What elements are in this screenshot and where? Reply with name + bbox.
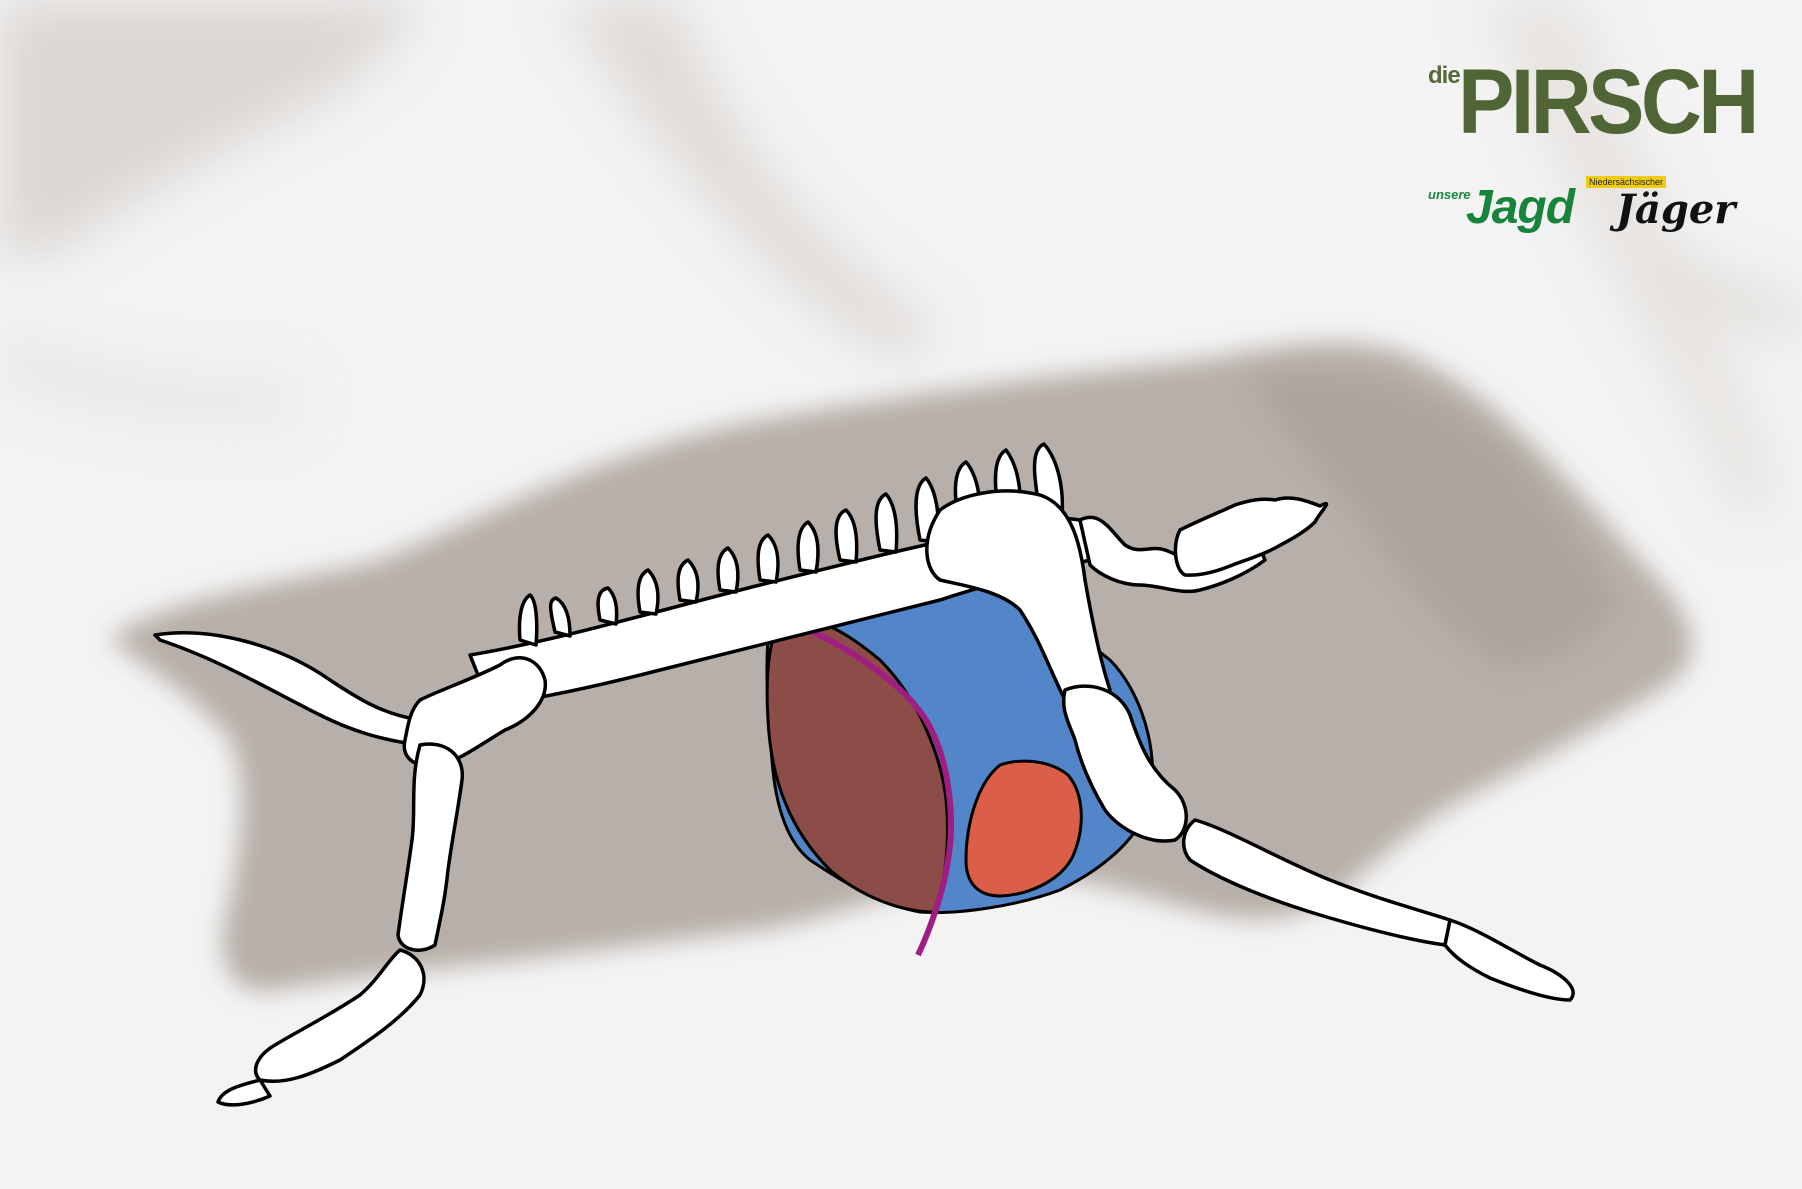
jaeger-logo: Jäger (1616, 186, 1735, 233)
pirsch-prefix: die (1428, 62, 1460, 90)
pirsch-logo: PIRSCH (1458, 50, 1756, 155)
jagd-prefix: unsere (1428, 187, 1471, 202)
publisher-logos: die PIRSCH unsere Jagd Niedersächsischer… (1428, 60, 1748, 250)
jagd-logo: Jagd (1466, 180, 1574, 235)
